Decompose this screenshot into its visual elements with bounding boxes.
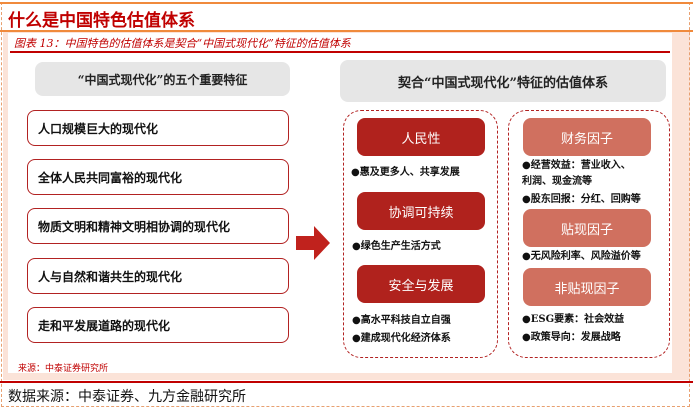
- bullet: ●惠及更多人、共享发展: [351, 167, 460, 178]
- feature-item: 全体人民共同富裕的现代化: [27, 159, 289, 195]
- value-box: 协调可持续: [357, 192, 485, 230]
- divider: [0, 2, 693, 4]
- figure-caption: 图表 13：中国特色的估值体系是契合“中国式现代化”特征的估值体系: [14, 37, 351, 50]
- figure-source: 来源：中泰证券研究所: [18, 364, 109, 374]
- bullet: ●高水平科技自立自强: [352, 315, 451, 326]
- left-header: “中国式现代化”的五个重要特征: [35, 62, 290, 96]
- value-box: 人民性: [357, 118, 485, 156]
- factor-box: 贴现因子: [523, 209, 651, 247]
- arrow-right-icon: [296, 226, 330, 260]
- feature-item: 人与自然和谐共生的现代化: [27, 258, 289, 294]
- bullet: ●经营效益：营业收入、: [522, 160, 631, 171]
- value-box: 安全与发展: [357, 265, 485, 303]
- divider: [0, 381, 693, 383]
- bullet: ●无风险利率、风险溢价等: [522, 251, 641, 262]
- bullet: ●股东回报：分红、回购等: [522, 194, 641, 205]
- feature-item: 物质文明和精神文明相协调的现代化: [27, 208, 289, 244]
- bullet: ●绿色生产生活方式: [352, 241, 441, 252]
- bullet: ●建成现代化经济体系: [352, 333, 451, 344]
- bullet: ●ESG要素：社会效益: [522, 314, 625, 325]
- page-title: 什么是中国特色估值体系: [8, 11, 195, 31]
- right-header: 契合“中国式现代化”特征的估值体系: [340, 60, 666, 102]
- value-group-right: [508, 110, 670, 358]
- bullet: ●政策导向：发展战略: [522, 332, 621, 343]
- divider: [0, 30, 693, 32]
- feature-item: 走和平发展道路的现代化: [27, 307, 289, 343]
- factor-box: 非贴现因子: [523, 268, 651, 306]
- value-group-left: [343, 110, 498, 358]
- divider: [10, 51, 670, 53]
- bullet: 利润、现金流等: [522, 176, 592, 187]
- feature-item: 人口规模巨大的现代化: [27, 110, 289, 146]
- factor-box: 财务因子: [523, 118, 651, 156]
- footer-source: 数据来源：中泰证券、九方金融研究所: [8, 389, 246, 405]
